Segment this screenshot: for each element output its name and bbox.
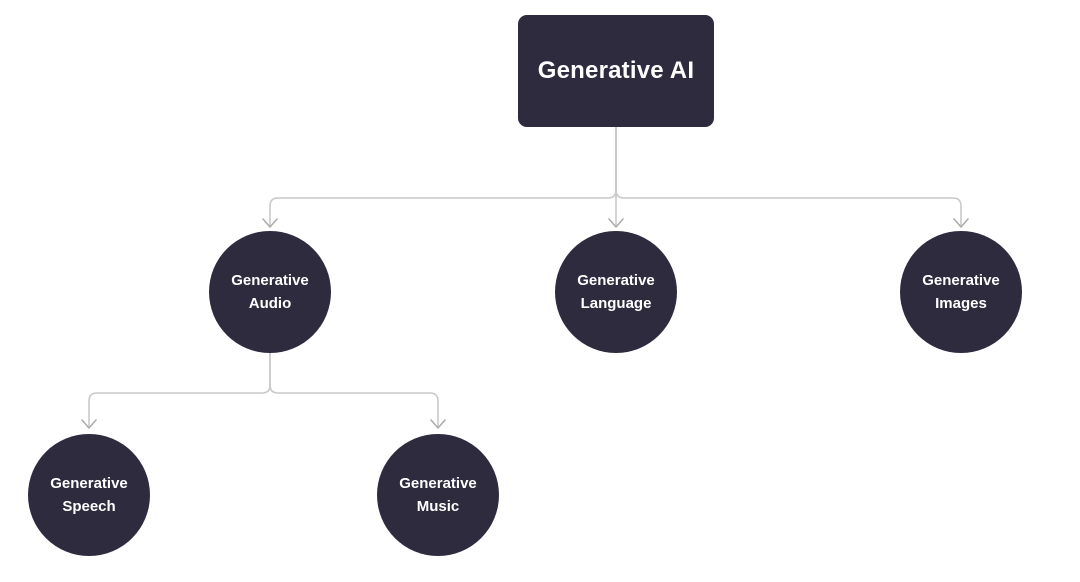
node-generative-music: Generative Music xyxy=(377,434,499,556)
node-generative-images: Generative Images xyxy=(900,231,1022,353)
arrow-down-icon xyxy=(262,218,278,228)
node-label: Generative Images xyxy=(922,271,1000,312)
edge-audio-to-speech xyxy=(88,352,271,427)
arrow-down-icon xyxy=(608,218,624,228)
node-generative-ai: Generative AI xyxy=(518,15,714,127)
node-label: Generative Speech xyxy=(50,474,128,515)
node-label: Generative Audio xyxy=(231,271,309,312)
edge-root-to-audio xyxy=(269,126,617,226)
node-generative-audio: Generative Audio xyxy=(209,231,331,353)
node-label: Generative AI xyxy=(537,57,695,84)
node-label: Generative Language xyxy=(577,271,655,312)
node-generative-language: Generative Language xyxy=(555,231,677,353)
arrow-down-icon xyxy=(81,419,97,429)
node-label: Generative Music xyxy=(399,474,477,515)
edge-audio-to-music xyxy=(269,352,439,427)
edge-root-to-images xyxy=(615,126,962,226)
node-generative-speech: Generative Speech xyxy=(28,434,150,556)
arrow-down-icon xyxy=(430,419,446,429)
arrow-down-icon xyxy=(953,218,969,228)
